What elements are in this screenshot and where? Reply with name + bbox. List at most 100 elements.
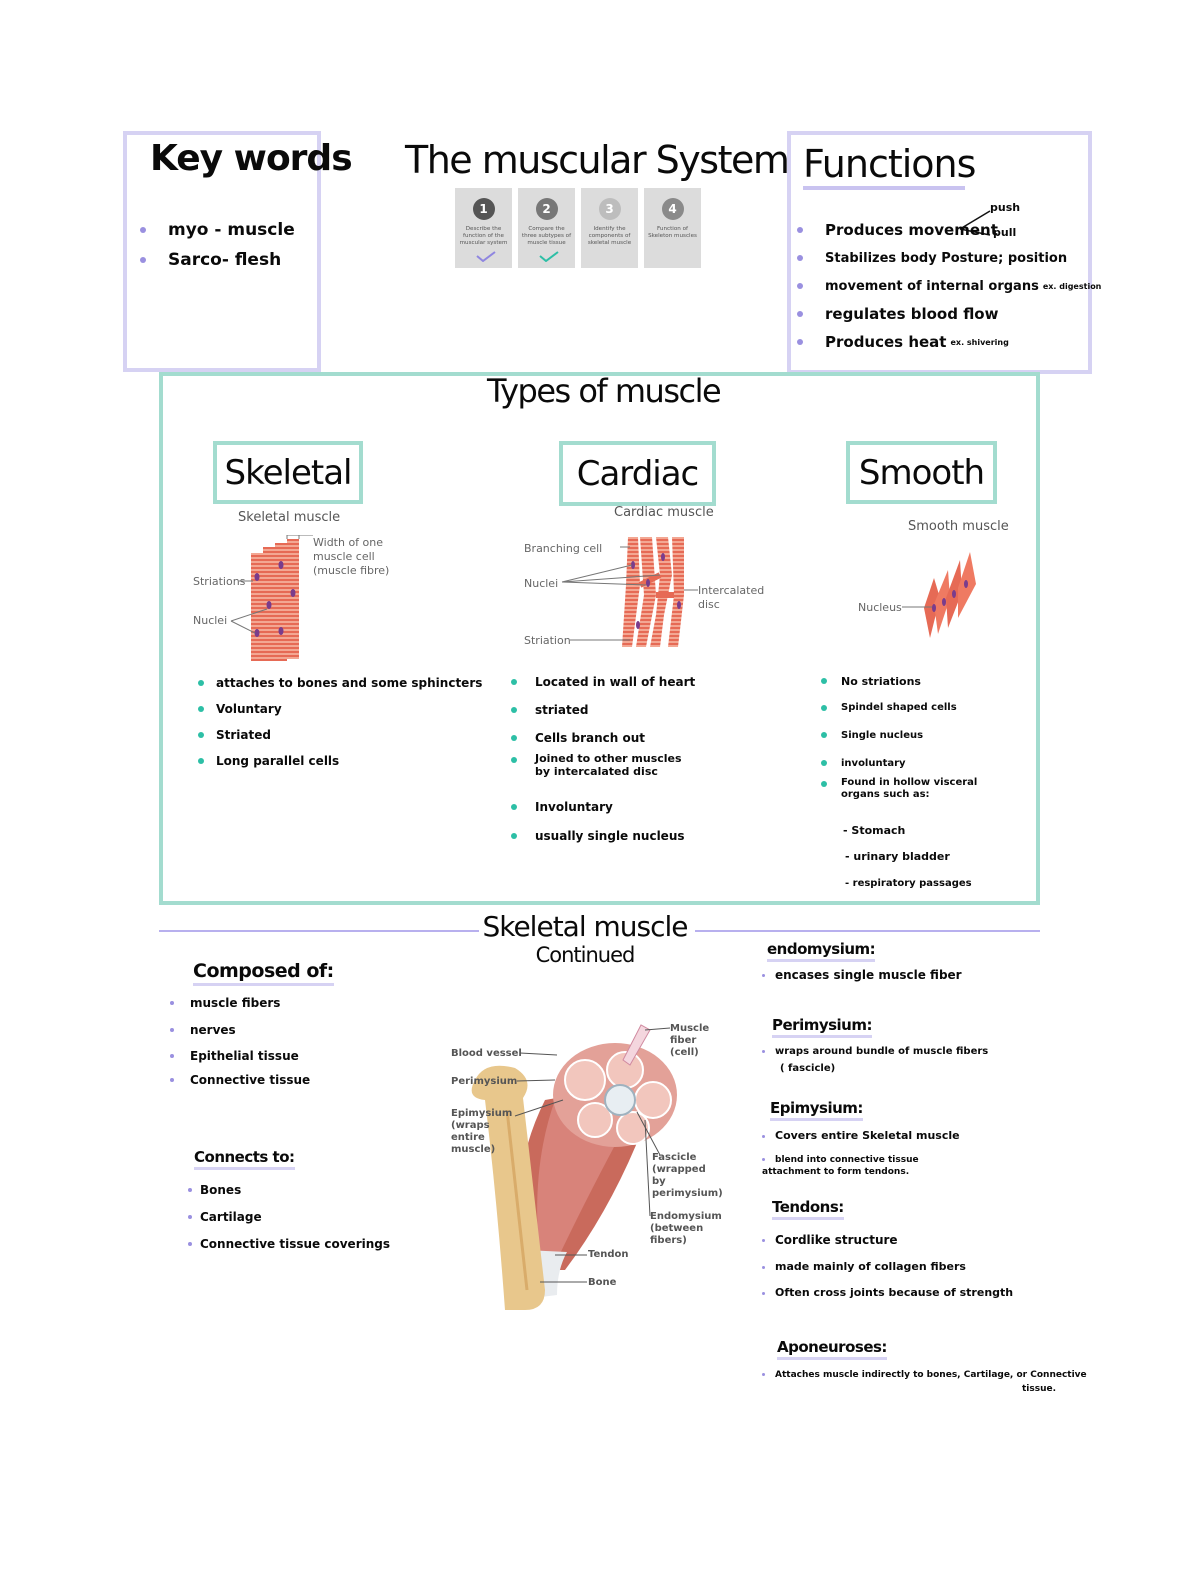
bullet-icon bbox=[762, 1291, 765, 1295]
endomysium-label: Endomysium (between fibers) bbox=[650, 1211, 722, 1246]
bullet-icon bbox=[762, 974, 765, 977]
bullet-icon bbox=[198, 706, 204, 712]
list-item: Epithelial tissue bbox=[170, 1043, 310, 1068]
bullet-icon bbox=[762, 1373, 765, 1376]
endomysium-title: endomysium: bbox=[767, 940, 876, 962]
push-label: push bbox=[990, 201, 1021, 214]
smooth-subitem: - respiratory passages bbox=[845, 878, 972, 889]
step-card: 3 Identify the components of skeletal mu… bbox=[581, 188, 638, 268]
smooth-subitem: - urinary bladder bbox=[845, 850, 950, 863]
functions-underline bbox=[803, 186, 965, 190]
step-number: 4 bbox=[661, 198, 684, 220]
perimysium-note: wraps around bundle of muscle fibers bbox=[762, 1046, 988, 1057]
step-number: 2 bbox=[535, 198, 558, 220]
list-item: Joined to other muscles by intercalated … bbox=[511, 752, 695, 792]
smooth-list: No striations Spindel shaped cells Singl… bbox=[821, 668, 981, 809]
bullet-icon bbox=[821, 781, 827, 787]
bullet-icon bbox=[198, 758, 204, 764]
bullet-icon bbox=[821, 678, 827, 684]
continued-title: Skeletal muscle bbox=[482, 910, 688, 943]
blood-vessel-label: Blood vessel bbox=[451, 1048, 522, 1059]
list-item: Connective tissue bbox=[170, 1068, 310, 1092]
list-item: regulates blood flow bbox=[797, 300, 1101, 328]
functions-list: Produces movement Stabilizes body Postur… bbox=[797, 216, 1101, 356]
branch-arrow-icon bbox=[959, 210, 991, 236]
bone-label: Bone bbox=[588, 1277, 617, 1288]
step-text: Identify the components of skeletal musc… bbox=[587, 226, 632, 246]
list-item: Bones bbox=[188, 1176, 390, 1204]
bullet-icon bbox=[170, 1053, 174, 1058]
list-item: Cartilage bbox=[188, 1204, 390, 1230]
bullet-icon bbox=[198, 732, 204, 738]
bullet-icon bbox=[797, 255, 803, 261]
bullet-icon bbox=[188, 1188, 192, 1192]
tendons-note: Cordlike structure bbox=[762, 1233, 898, 1247]
epimysium-title: Epimysium: bbox=[770, 1099, 863, 1121]
bullet-icon bbox=[762, 1134, 765, 1138]
list-item: involuntary bbox=[821, 749, 981, 777]
cardiac-list: Located in wall of heart striated Cells … bbox=[511, 668, 695, 850]
perimysium-title: Perimysium: bbox=[772, 1016, 873, 1038]
muscle-fiber-label: Muscle fiber (cell) bbox=[670, 1023, 710, 1058]
smooth-label: Smooth bbox=[846, 441, 997, 504]
list-item: Produces movement bbox=[797, 216, 1101, 244]
smooth-caption: Smooth muscle bbox=[908, 519, 1009, 534]
check-icon bbox=[539, 251, 559, 262]
tendons-title: Tendons: bbox=[772, 1198, 844, 1220]
list-item: muscle fibers bbox=[170, 990, 310, 1016]
composed-title: Composed of: bbox=[193, 960, 334, 986]
bullet-icon bbox=[511, 679, 517, 685]
striation-label: Striation bbox=[524, 634, 571, 647]
pull-label: pull bbox=[993, 226, 1017, 239]
tendons-note: Often cross joints because of strength bbox=[762, 1286, 1013, 1299]
list-item: Spindel shaped cells bbox=[821, 694, 981, 721]
divider-left bbox=[159, 930, 479, 932]
bullet-icon bbox=[140, 257, 146, 263]
connects-list: Bones Cartilage Connective tissue coveri… bbox=[188, 1176, 390, 1258]
list-item: Connective tissue coverings bbox=[188, 1230, 390, 1258]
keywords-box bbox=[123, 131, 321, 372]
perimysium-label: Perimysium bbox=[451, 1076, 518, 1087]
list-item: Stabilizes body Posture; position bbox=[797, 244, 1101, 272]
endomysium-note: encases single muscle fiber bbox=[762, 968, 962, 982]
list-item: Single nucleus bbox=[821, 721, 981, 749]
list-item: Long parallel cells bbox=[198, 748, 482, 774]
keywords-list: myo - muscle Sarco- flesh bbox=[140, 215, 295, 275]
epimysium-note: Covers entire Skeletal muscle bbox=[762, 1129, 960, 1142]
bullet-icon bbox=[170, 1001, 174, 1005]
step-number: 1 bbox=[472, 198, 495, 220]
aponeuroses-title: Aponeuroses: bbox=[777, 1338, 887, 1360]
bullet-icon bbox=[797, 311, 803, 317]
functions-title: Functions bbox=[803, 142, 976, 186]
list-item: No striations bbox=[821, 668, 981, 694]
bullet-icon bbox=[762, 1239, 765, 1242]
bullet-icon bbox=[511, 707, 517, 713]
perimysium-note: ( fascicle) bbox=[780, 1063, 836, 1074]
bullet-icon bbox=[821, 732, 827, 738]
bullet-icon bbox=[797, 283, 803, 289]
bullet-icon bbox=[170, 1078, 174, 1082]
tendons-note: made mainly of collagen fibers bbox=[762, 1260, 966, 1273]
step-text: Describe the function of the muscular sy… bbox=[459, 226, 508, 246]
bullet-icon bbox=[797, 339, 803, 345]
aponeuroses-note: tissue. bbox=[1022, 1384, 1057, 1394]
page-title: The muscular System bbox=[405, 138, 790, 182]
nucleus-label: Nucleus bbox=[858, 601, 902, 614]
step-card: 1 Describe the function of the muscular … bbox=[455, 188, 512, 268]
smooth-muscle-illustration bbox=[902, 552, 976, 638]
bullet-icon bbox=[762, 1049, 765, 1053]
list-item: nerves bbox=[170, 1016, 310, 1043]
types-title: Types of muscle bbox=[487, 372, 722, 410]
intercalated-label: Intercalated disc bbox=[698, 584, 765, 611]
branching-label: Branching cell bbox=[524, 542, 603, 555]
bullet-icon bbox=[762, 1158, 765, 1161]
cardiac-muscle-illustration bbox=[561, 537, 698, 647]
smooth-subitem: - Stomach bbox=[843, 824, 906, 837]
nuclei-label: Nuclei bbox=[193, 614, 228, 627]
list-item: Striated bbox=[198, 722, 482, 748]
nuclei-label: Nuclei bbox=[524, 577, 559, 590]
list-item: attaches to bones and some sphincters bbox=[198, 670, 482, 696]
tendon-label: Tendon bbox=[588, 1249, 629, 1260]
bullet-icon bbox=[511, 833, 517, 839]
